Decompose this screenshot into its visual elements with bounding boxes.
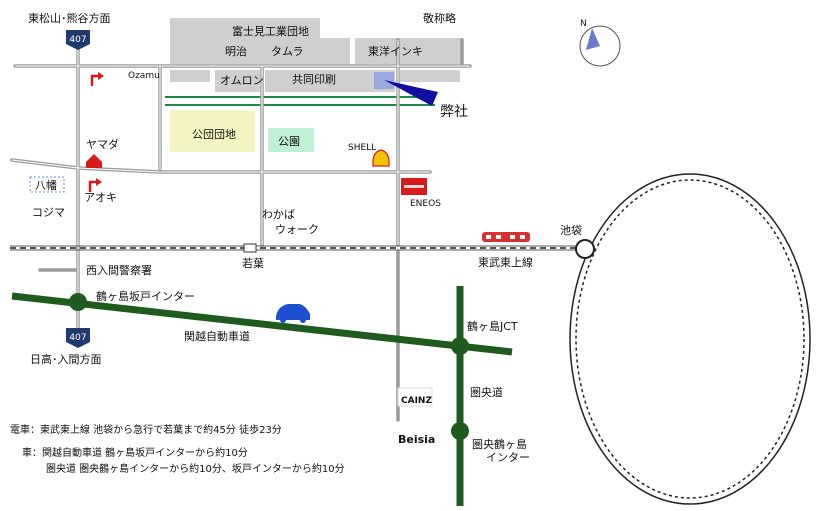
label-ikebukuro: 池袋 [560, 223, 582, 237]
label-koen: 公園 [278, 135, 300, 148]
label-keishoryaku: 敬称略 [423, 11, 456, 25]
label-nishiiruma: 西入間警察署 [86, 263, 152, 277]
label-kodan: 公団団地 [192, 128, 236, 141]
kanetsu-expressway [11, 292, 513, 356]
label-omron: オムロン [220, 74, 264, 87]
label-beisia: Beisia [398, 433, 435, 446]
turn-arrow-2 [88, 178, 102, 192]
road-middle [10, 158, 432, 174]
area-park [268, 128, 314, 152]
building-omron [215, 70, 260, 92]
label-north: N [580, 19, 587, 29]
route-407-shield-bottom: 407 [66, 328, 90, 348]
label-tsurugashima-sakado: 鶴ヶ島坂戸インター [96, 289, 195, 303]
label-aoki: アオキ [84, 191, 117, 204]
label-kanetsu: 関越自動車道 [184, 329, 250, 343]
tree-line-1 [165, 96, 435, 98]
highways [11, 286, 513, 506]
label-kojima: コジマ [32, 206, 65, 219]
label-hachiman: 八幡 [35, 178, 57, 192]
building-strip-2 [400, 70, 460, 82]
label-toyo-ink: 東洋インキ [368, 44, 423, 58]
car-icon [276, 304, 310, 323]
route-407-shield-top: 407 [66, 30, 90, 50]
label-tobu-line: 東武東上線 [478, 255, 533, 269]
label-fujimi: 富士見工業団地 [232, 24, 309, 38]
building-meiji [172, 38, 257, 64]
label-tamura: タムラ [271, 45, 303, 58]
eneos-logo-icon [401, 178, 427, 195]
railway [10, 173, 811, 505]
label-kenodo: 圏央道 [470, 385, 503, 399]
label-ozamu: Ozamu [128, 71, 160, 81]
label-kenodo-ic-1: 圏央鶴ヶ島 [472, 437, 527, 451]
station-ikebukuro-marker [575, 239, 595, 259]
turn-arrow-1 [90, 72, 104, 86]
shell-logo-icon [372, 149, 390, 167]
center-middle [11, 159, 430, 173]
building-target-office [374, 72, 394, 89]
label-heisha: 弊社 [440, 104, 468, 120]
ic-tsurugashima-sakado-marker [69, 293, 87, 311]
yamada-house-icon [86, 154, 102, 168]
jct-tsurugashima-marker [451, 337, 469, 355]
label-higashimatsuyama: 東松山･熊谷方面 [28, 11, 111, 25]
target-pointer-icon [384, 80, 438, 106]
label-cainz: CAINZ [401, 396, 432, 406]
building-small-1 [320, 38, 350, 64]
note-car-1: 車：関越自動車道 鶴ヶ島坂戸インターから約10分 [22, 448, 248, 459]
station-wakaba-marker [243, 243, 257, 253]
building-toyo-ink [355, 38, 463, 64]
rail-loop-outer [569, 173, 811, 505]
label-wakaba-station: 若葉 [242, 256, 264, 270]
route-407-bottom-label: 407 [69, 333, 86, 343]
compass-north-icon [579, 25, 621, 67]
label-kenodo-ic-2: インター [486, 451, 530, 464]
label-kyodo: 共同印刷 [292, 73, 336, 86]
route-407-top-label: 407 [69, 35, 86, 45]
tree-rows [165, 96, 435, 106]
note-train: 電車：東武東上線 池袋から急行で若葉まで約45分 徒歩23分 [10, 425, 282, 436]
label-wakaba-walk-1: わかば [262, 208, 295, 221]
train-icon [482, 232, 530, 242]
label-shell: SHELL [348, 143, 376, 153]
hachiman-sign [29, 176, 65, 193]
area-kodan-danchi [170, 110, 255, 152]
note-car-2: 圏央道 圏央鶴ヶ島インターから約10分、坂戸インターから約10分 [46, 464, 345, 475]
label-hidaka: 日高･入間方面 [30, 352, 102, 366]
label-tsurugashima-jct: 鶴ヶ島JCT [467, 319, 518, 333]
label-yamada: ヤマダ [86, 137, 119, 151]
building-tamura [262, 38, 318, 64]
label-eneos: ENEOS [410, 199, 441, 209]
buildings [170, 18, 463, 152]
tree-line-2 [165, 104, 435, 106]
ic-kenodo-marker [451, 422, 469, 440]
label-meiji: 明治 [225, 44, 247, 58]
label-wakaba-walk-2: ウォーク [275, 223, 319, 236]
rail-loop-inner [575, 179, 805, 499]
road-center-lines [11, 40, 470, 330]
building-strip-1 [170, 70, 210, 82]
map-labels: 東松山･熊谷方面 敬称略 富士見工業団地 明治 タムラ 東洋インキ Ozamu … [28, 11, 587, 464]
building-kyodo [265, 70, 395, 92]
cainz-logo-icon [397, 387, 433, 407]
